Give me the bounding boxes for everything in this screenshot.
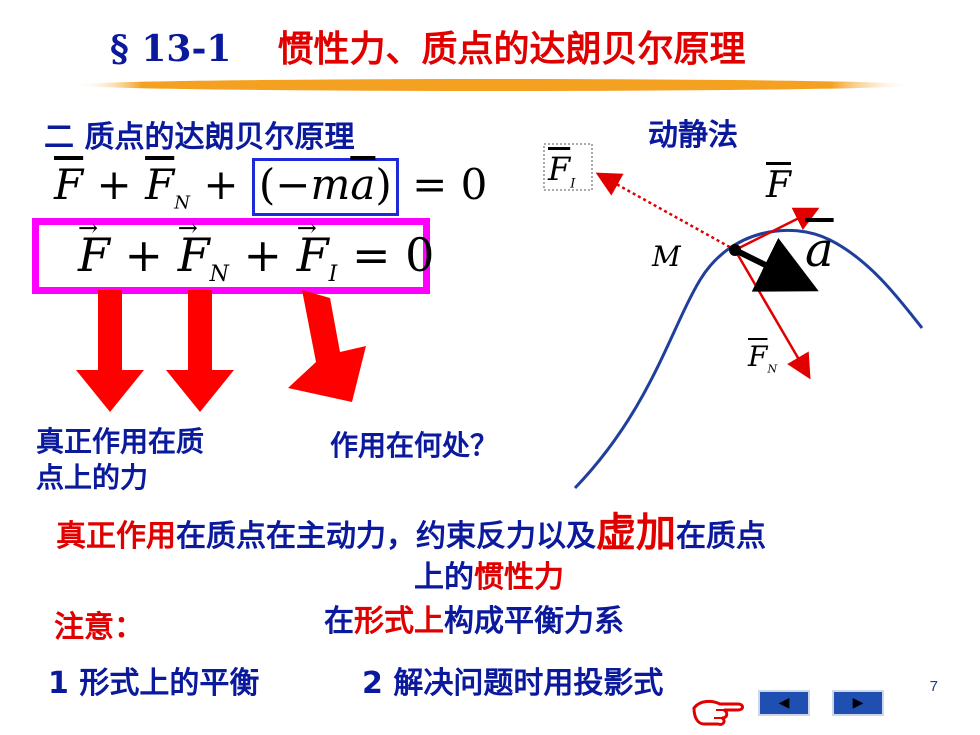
eq1-open-paren: (: [258, 160, 276, 209]
sentence-end: 在质点: [676, 519, 766, 554]
sentence-inertia: 惯性力: [474, 560, 564, 595]
eq1-plus-1: +: [96, 160, 132, 209]
force-arrow: [734, 207, 820, 252]
page-title: § 13-1 惯性力、质点的达朗贝尔原理: [110, 20, 745, 72]
title-text: 惯性力、质点的达朗贝尔原理: [277, 29, 746, 70]
eq1-normal-force: F: [145, 160, 175, 209]
fi-letter: F: [548, 150, 571, 188]
down-arrow-middle: [166, 290, 234, 412]
sentence-middle: 在质点在主动力，约束反力以及: [176, 519, 596, 554]
real-force-line1: 真正作用在质: [36, 425, 205, 458]
eq1-minus-m: −m: [275, 160, 351, 209]
inertia-term-box: (−ma): [251, 158, 399, 216]
down-arrow-slanted: [288, 290, 366, 402]
dalembert-equation-box: [32, 218, 430, 294]
equation-newton: F + FN + (−ma) = 0: [54, 158, 488, 216]
note-forms-system: 构成平衡力系: [444, 604, 624, 639]
eq2-plus-1: +: [124, 228, 164, 282]
inertia-force-label: FI: [548, 150, 575, 191]
normal-force-arrow: [733, 249, 811, 380]
section-heading: 二 质点的达朗贝尔原理: [44, 120, 355, 155]
title-divider: [75, 79, 915, 91]
page-number: 7: [929, 678, 938, 695]
section-number: § 13-1: [110, 28, 232, 70]
note-at: 在: [324, 604, 354, 639]
a-letter: a: [805, 222, 834, 278]
sentence-virtual: 虚加: [596, 510, 676, 556]
eq1-accel: a: [350, 160, 376, 209]
eq2-force: F→: [78, 214, 110, 282]
bottom-item-2: 2 解决问题时用投影式: [362, 666, 664, 701]
force-diagram: [543, 143, 924, 490]
f-letter: F: [766, 165, 791, 206]
fn-letter: F: [748, 340, 768, 373]
eq1-equals-zero: = 0: [412, 160, 488, 209]
fi-sub: I: [570, 176, 576, 192]
accel-arrow: [733, 237, 819, 292]
vector-arrow-icon: →: [177, 214, 198, 242]
eq2-inertia-sub: I: [328, 262, 338, 288]
inertia-force-arrow: [595, 172, 736, 252]
fn-sub: N: [767, 362, 778, 376]
vector-arrow-icon: →: [78, 214, 99, 242]
prev-slide-button[interactable]: ◀: [758, 690, 810, 716]
eq2-equals-zero: = 0: [351, 228, 435, 282]
sentence-real-action: 真正作用: [56, 519, 176, 554]
bottom-item-1: 1 形式上的平衡: [48, 666, 260, 701]
principle-sentence: 真正作用在质点在主动力，约束反力以及虚加在质点: [56, 500, 766, 558]
trajectory-curve: [573, 228, 924, 490]
eq2-inertia-letter: F: [296, 228, 329, 282]
next-arrow-icon: ▶: [852, 695, 864, 711]
eq2-normal-force: F→: [177, 214, 210, 282]
point-m-label: M: [652, 240, 681, 273]
normal-force-label: FN: [748, 340, 777, 376]
prev-arrow-icon: ◀: [778, 695, 790, 711]
note-text: 在形式上构成平衡力系: [324, 596, 624, 640]
inertia-label-box: [543, 143, 593, 191]
where-label: 作用在何处？: [330, 429, 499, 462]
eq1-force: F: [54, 160, 84, 209]
eq1-plus-2: +: [203, 160, 239, 209]
method-label: 动静法: [648, 118, 738, 153]
eq2-plus-2: +: [243, 228, 283, 282]
principle-sentence-line2: 上的惯性力: [414, 552, 564, 596]
sentence-on: 上的: [414, 560, 474, 595]
real-force-line2: 点上的力: [36, 461, 149, 494]
force-label: F: [766, 165, 791, 206]
red-arrows: [76, 290, 366, 412]
eq2-force-letter: F: [78, 228, 110, 282]
eq2-inertia-force: F→: [296, 214, 329, 282]
note-formal: 形式上: [354, 604, 444, 639]
particle-point: [729, 244, 741, 256]
eq1-normal-sub: N: [174, 192, 190, 214]
note-label: 注意：: [54, 610, 144, 645]
vector-arrow-icon: →: [296, 214, 317, 242]
equation-dalembert: F→ + F→N + F→I = 0: [78, 214, 435, 288]
eq2-normal-sub: N: [209, 262, 229, 288]
pointing-hand-icon[interactable]: [690, 694, 746, 728]
next-slide-button[interactable]: ▶: [832, 690, 884, 716]
down-arrow-left: [76, 290, 144, 412]
accel-label: a: [805, 222, 834, 278]
eq1-close-paren: ): [375, 160, 392, 209]
real-force-label: 真正作用在质 点上的力: [36, 424, 204, 496]
eq2-normal-letter: F: [177, 228, 210, 282]
